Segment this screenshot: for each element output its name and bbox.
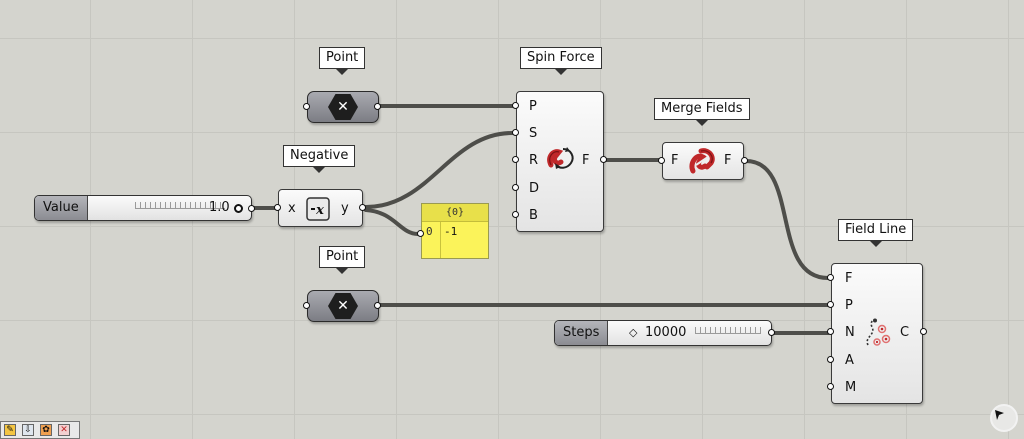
field-line-dot-m[interactable]: [827, 383, 834, 390]
value-slider-name: Value: [35, 196, 88, 220]
canvas-toolbar: ✎ ⇩ ✿ ✕: [0, 421, 80, 439]
merge-fields-component[interactable]: F F: [662, 142, 744, 180]
panel-input-dot[interactable]: [417, 230, 424, 237]
field-line-input-a: A: [845, 353, 854, 368]
value-slider-value: 1.0: [209, 200, 230, 215]
value-slider-output-dot[interactable]: [248, 205, 255, 212]
delete-icon[interactable]: ✕: [58, 424, 70, 436]
field-line-output-c: C: [900, 325, 910, 340]
spin-force-dot-d[interactable]: [512, 184, 519, 191]
cursor-icon: [995, 410, 1004, 420]
field-line-input-p: P: [845, 298, 853, 313]
merge-fields-input-dot[interactable]: [658, 157, 665, 164]
field-line-input-f: F: [845, 271, 853, 286]
spin-force-input-r: R: [529, 153, 539, 168]
svg-text:x: x: [315, 203, 324, 218]
spin-force-input-p: P: [529, 99, 537, 114]
diamond-icon: ◇: [629, 326, 638, 339]
negative-icon: x: [306, 197, 330, 221]
point-top-output-dot[interactable]: [374, 103, 381, 110]
wire-negative-to-panel[interactable]: [364, 208, 420, 236]
steps-slider-name: Steps: [555, 321, 609, 345]
field-line-icon: [866, 318, 891, 346]
field-line-component[interactable]: F P N A M C: [831, 263, 923, 404]
spin-force-output-f: F: [582, 153, 590, 168]
negative-input-dot[interactable]: [274, 204, 281, 211]
spin-force-component[interactable]: P S R D B F: [516, 91, 604, 232]
point-bottom-label: Point: [319, 246, 366, 274]
merge-fields-icon: [689, 148, 715, 174]
point-x-icon: ✕: [328, 94, 358, 120]
spin-force-label: Spin Force: [520, 47, 602, 75]
spin-force-dot-p[interactable]: [512, 102, 519, 109]
canvas-navigation-widget[interactable]: [990, 404, 1018, 432]
panel-path: {0}: [422, 204, 488, 222]
wire-negative-to-spin-s[interactable]: [364, 131, 514, 209]
spin-force-dot-b[interactable]: [512, 211, 519, 218]
steps-slider-output-dot[interactable]: [768, 329, 775, 336]
field-line-input-n: N: [845, 325, 855, 340]
negative-output-y: y: [341, 201, 349, 216]
merge-fields-output-f: F: [724, 153, 732, 168]
steps-slider[interactable]: Steps ◇ 10000: [554, 320, 772, 346]
spin-force-input-d: D: [529, 181, 540, 196]
value-slider[interactable]: Value 1.0: [34, 195, 252, 221]
panel-index: 0: [426, 225, 433, 238]
merge-fields-label: Merge Fields: [654, 98, 750, 126]
field-line-input-m: M: [845, 380, 857, 395]
spin-force-dot-r[interactable]: [512, 156, 519, 163]
sketch-icon[interactable]: ✎: [4, 424, 16, 436]
field-line-dot-n[interactable]: [827, 328, 834, 335]
panel-component[interactable]: {0} 0 -1: [421, 203, 489, 259]
spin-force-input-b: B: [529, 208, 538, 223]
negative-label: Negative: [283, 145, 356, 173]
steps-slider-ticks: [695, 327, 761, 334]
point-bottom-output-dot[interactable]: [374, 302, 381, 309]
merge-fields-output-dot[interactable]: [741, 157, 748, 164]
merge-fields-input-f: F: [671, 153, 679, 168]
field-line-label: Field Line: [838, 219, 914, 247]
panel-separator: [440, 222, 441, 258]
spin-force-dot-f-out[interactable]: [600, 156, 607, 163]
point-bottom-input-dot[interactable]: [303, 302, 310, 309]
value-slider-ticks: [135, 202, 225, 209]
spin-force-input-s: S: [529, 126, 538, 141]
spin-force-icon: [547, 147, 574, 169]
point-top-input-dot[interactable]: [303, 103, 310, 110]
steps-slider-value: 10000: [645, 325, 687, 340]
wire-merge-to-fieldline-f[interactable]: [744, 159, 830, 280]
panel-value: -1: [444, 225, 458, 238]
point-top-component[interactable]: ✕: [307, 91, 379, 123]
negative-output-dot[interactable]: [359, 204, 366, 211]
download-icon[interactable]: ⇩: [22, 424, 34, 436]
field-line-dot-p[interactable]: [827, 301, 834, 308]
point-top-label: Point: [319, 47, 366, 75]
negative-component[interactable]: x x y: [278, 189, 363, 227]
component-icon[interactable]: ✿: [40, 424, 52, 436]
point-bottom-component[interactable]: ✕: [307, 290, 379, 322]
field-line-dot-c-out[interactable]: [920, 328, 927, 335]
negative-input-x: x: [288, 201, 296, 216]
point-x-icon: ✕: [328, 293, 358, 319]
field-line-dot-a[interactable]: [827, 356, 834, 363]
field-line-dot-f[interactable]: [827, 274, 834, 281]
spin-force-dot-s[interactable]: [512, 129, 519, 136]
value-slider-knob[interactable]: [234, 204, 243, 213]
